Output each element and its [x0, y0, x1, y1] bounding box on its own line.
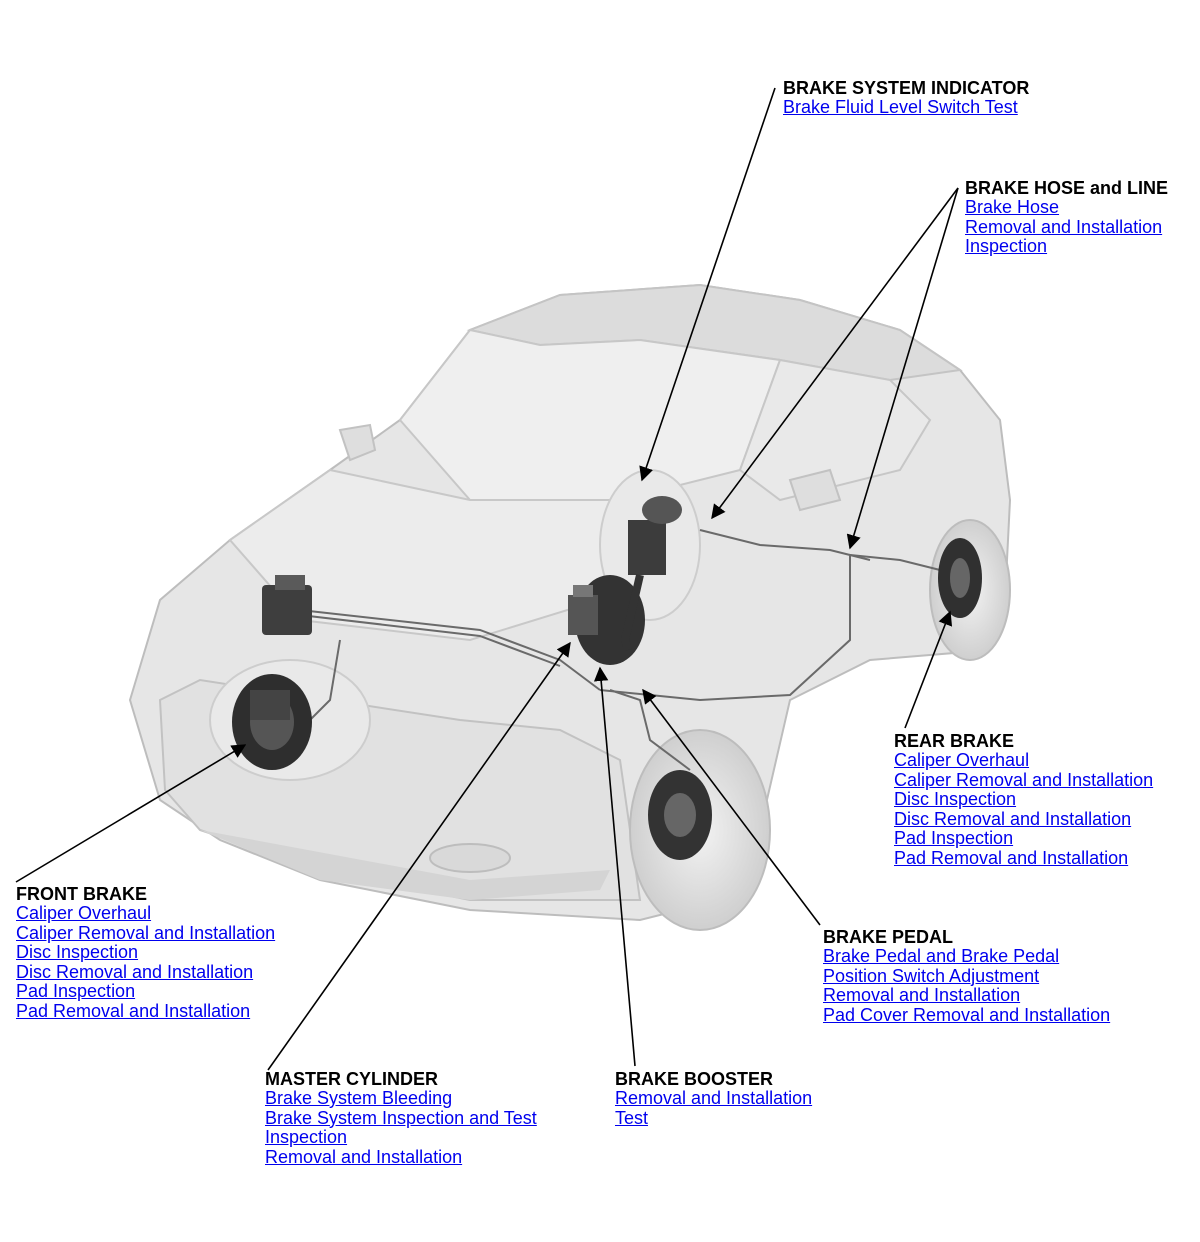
- brake-lines: [299, 529, 941, 771]
- master-cylinder-link-brake-system-bleeding[interactable]: Brake System Bleeding: [265, 1088, 453, 1108]
- master-cylinder-link-inspection[interactable]: Inspection: [265, 1127, 348, 1148]
- front-brake-link-pad-inspection[interactable]: Pad Inspection: [16, 981, 136, 1002]
- front-brake-link-caliper-removal-and-installation[interactable]: Caliper Removal and Installation: [16, 922, 276, 943]
- callout-title: BRAKE BOOSTER: [615, 1069, 774, 1089]
- front-brake-link-disc-removal-and-installation[interactable]: Disc Removal and Installation: [16, 961, 254, 982]
- rear-brake-assembly: [648, 538, 982, 860]
- rear-brake-link-pad-removal-and-installation[interactable]: Pad Removal and Installation: [894, 847, 1129, 868]
- rear-brake-link-pad-inspection[interactable]: Pad Inspection: [894, 828, 1014, 849]
- brake-pedal-link-brake-pedal-and-brake-pedal[interactable]: Brake Pedal and Brake Pedal: [823, 946, 1060, 966]
- front-brake-link-pad-removal-and-installation[interactable]: Pad Removal and Installation: [16, 1000, 251, 1021]
- leader-brake-hose-right: [846, 187, 959, 550]
- brake-booster-link-removal-and-installation[interactable]: Removal and Installation: [615, 1088, 813, 1108]
- brake-system-indicator-link-brake-fluid-level-switch-test[interactable]: Brake Fluid Level Switch Test: [783, 97, 1018, 117]
- callout-title: BRAKE SYSTEM INDICATOR: [783, 78, 1030, 98]
- callout-brake-system-indicator: BRAKE SYSTEM INDICATOR Brake Fluid Level…: [783, 78, 1029, 118]
- front-brake-link-disc-inspection[interactable]: Disc Inspection: [16, 942, 139, 963]
- brake-hose-and-line-link-brake-hose[interactable]: Brake Hose: [965, 197, 1060, 217]
- brake-hose-and-line-link-inspection[interactable]: Inspection: [965, 236, 1048, 257]
- leader-brake-system-indicator: [639, 87, 776, 482]
- leader-rear-brake: [904, 610, 953, 729]
- brake-booster-link-test[interactable]: Test: [615, 1107, 649, 1128]
- master-cylinder-link-brake-system-inspection-and-test[interactable]: Brake System Inspection and Test: [265, 1107, 537, 1128]
- rear-brake-link-caliper-removal-and-installation[interactable]: Caliper Removal and Installation: [894, 769, 1154, 790]
- leader-brake-pedal: [642, 688, 821, 926]
- callout-title: BRAKE HOSE and LINE: [965, 178, 1169, 198]
- leader-brake-booster: [593, 666, 636, 1067]
- callout-title: BRAKE PEDAL: [823, 927, 954, 947]
- brake-pedal-assembly: [620, 496, 682, 652]
- abs-modulator: [262, 575, 312, 635]
- rear-brake-link-caliper-overhaul[interactable]: Caliper Overhaul: [894, 750, 1030, 770]
- brake-hose-and-line-link-removal-and-installation[interactable]: Removal and Installation: [965, 216, 1163, 237]
- leader-front-brake: [15, 744, 247, 883]
- rear-brake-link-disc-removal-and-installation[interactable]: Disc Removal and Installation: [894, 808, 1132, 829]
- callout-title: FRONT BRAKE: [16, 884, 147, 904]
- brake-pedal-link-pad-cover-removal-and-installation[interactable]: Pad Cover Removal and Installation: [823, 1004, 1111, 1025]
- callout-title: REAR BRAKE: [894, 731, 1015, 751]
- brake-pedal-link-position-switch-adjustment[interactable]: Position Switch Adjustment: [823, 965, 1040, 986]
- leader-master-cylinder: [267, 641, 571, 1071]
- callout-leaders: [15, 87, 959, 1071]
- front-brake-link-caliper-overhaul[interactable]: Caliper Overhaul: [16, 903, 152, 923]
- rear-brake-link-disc-inspection[interactable]: Disc Inspection: [894, 789, 1017, 810]
- brake-pedal-link-removal-and-installation[interactable]: Removal and Installation: [823, 985, 1021, 1006]
- leader-brake-hose-left: [711, 187, 959, 520]
- front-brake-assembly: [232, 674, 312, 770]
- master-cylinder-link-removal-and-installation[interactable]: Removal and Installation: [265, 1146, 463, 1167]
- callout-title: MASTER CYLINDER: [265, 1069, 439, 1089]
